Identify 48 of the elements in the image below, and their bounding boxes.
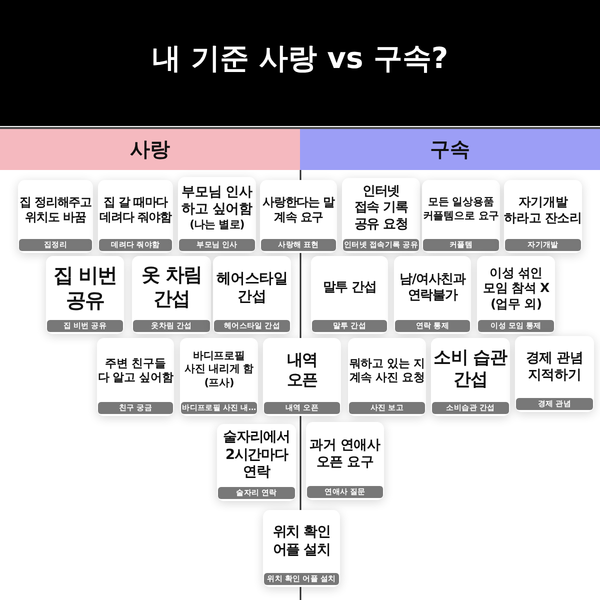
card <box>342 178 420 253</box>
card <box>213 256 291 334</box>
card-title: 집 갈 때마다 데려다 줘야함 <box>100 194 172 224</box>
card-title: 이성 섞인 모임 참석 X (업무 외) <box>483 264 549 312</box>
card <box>98 180 173 253</box>
card-title: 내역 오픈 <box>286 350 318 390</box>
card <box>431 338 510 416</box>
card-title: 모든 일상용품 커플템으로 요구 <box>422 196 500 223</box>
card-title: 바디프로필 사진 내리게 함 (프사) <box>184 350 254 390</box>
card-title: 집 정리해주고 위치도 바꿈 <box>20 194 92 224</box>
card-title: 뭐하고 있는 지 계속 사진 요청 <box>349 356 425 384</box>
card <box>178 177 256 253</box>
card <box>180 338 258 416</box>
card-title: 헤어스타일 간섭 <box>216 270 288 306</box>
card-title: 부모님 인사 하고 싶어함 <box>182 184 252 218</box>
card <box>311 256 388 334</box>
card <box>217 424 296 501</box>
card-title: 인터넷 접속 기록 공유 요청 <box>354 184 408 233</box>
card-title: 소비 습관 간섭 <box>434 348 508 392</box>
card-title: 자기개발 하라고 잔소리 <box>504 194 582 226</box>
card <box>348 338 426 416</box>
card-title: 주변 친구들 다 알고 싶어함 <box>98 356 174 384</box>
card-title: 사랑한다는 말 계속 요구 <box>262 194 334 224</box>
card-title: 옷 차림 간섭 <box>142 264 202 312</box>
card <box>260 180 337 253</box>
card <box>477 256 555 334</box>
card <box>263 338 341 416</box>
card <box>46 256 124 334</box>
title: 내 기준 사랑 vs 구속? <box>150 40 450 77</box>
card-title: 남/여사친과 연락불가 <box>400 272 466 304</box>
card <box>394 256 471 334</box>
card <box>18 180 93 253</box>
card <box>422 180 500 253</box>
card <box>97 338 174 416</box>
card-title: 과거 연애사 오픈 요구 <box>310 437 380 471</box>
column-header: 사랑 <box>0 127 300 170</box>
card <box>306 422 384 500</box>
card <box>263 510 340 587</box>
card-note: (나는 별로) <box>190 218 244 232</box>
card <box>515 336 594 412</box>
card <box>132 256 211 334</box>
card <box>504 180 582 253</box>
column-header: 구속 <box>300 127 600 170</box>
card-title: 위치 확인 어플 설치 <box>272 524 330 559</box>
card-title: 집 비번 공유 <box>54 263 116 313</box>
card-title: 경제 관념 지적하기 <box>526 350 584 384</box>
card-title: 말투 간섭 <box>322 280 376 296</box>
card-title: 술자리에서 2시간마다 연락 <box>223 429 290 482</box>
